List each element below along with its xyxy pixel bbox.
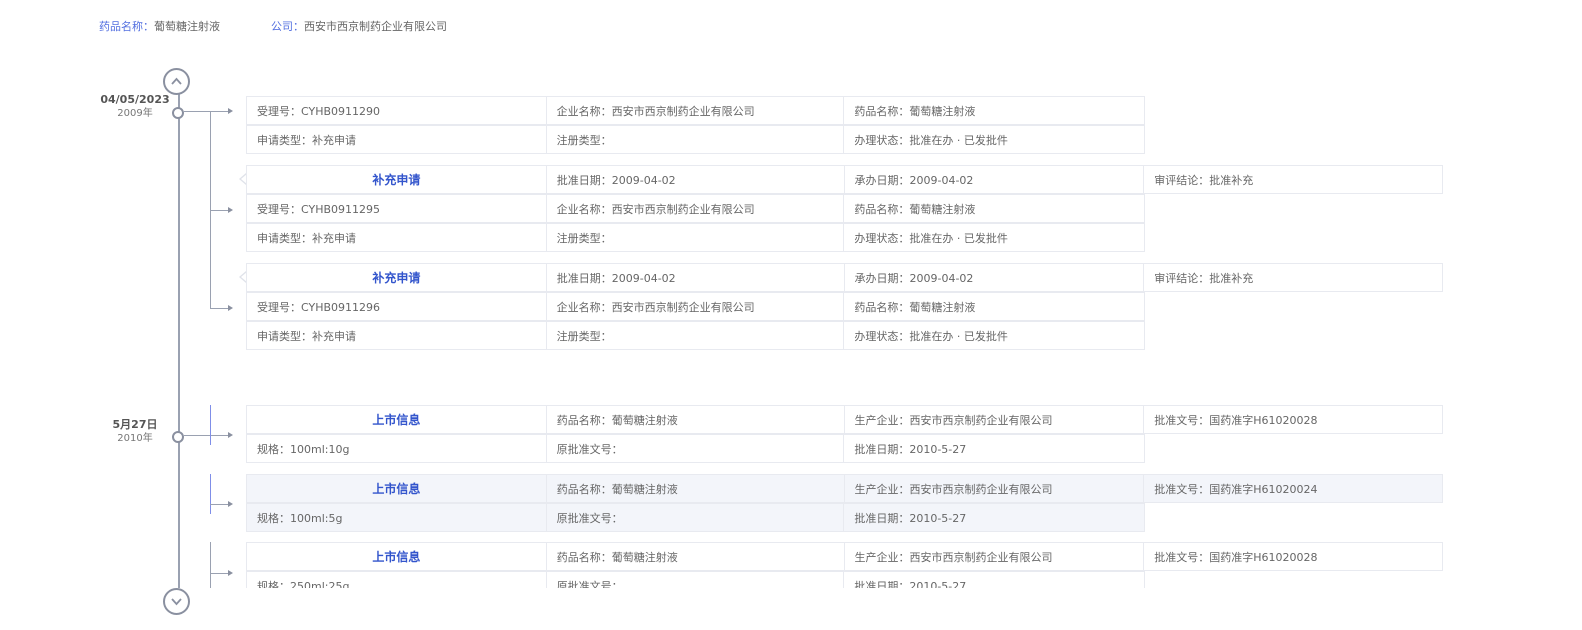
arrow-icon bbox=[228, 432, 233, 438]
table-cell: 药品名称：葡萄糖注射液 bbox=[547, 475, 845, 502]
table-row: 受理号：CYHB0911296 企业名称：西安市西京制药企业有限公司 药品名称：… bbox=[246, 292, 1145, 321]
connector-line bbox=[210, 504, 228, 505]
table-cell: 药品名称：葡萄糖注射液 bbox=[854, 202, 976, 216]
table-row: 受理号：CYHB0911295 企业名称：西安市西京制药企业有限公司 药品名称：… bbox=[246, 194, 1145, 223]
table-cell: 批准日期：2010-5-27 bbox=[854, 511, 967, 525]
connector-line bbox=[210, 573, 228, 574]
company-filter[interactable]: 公司：西安市西京制药企业有限公司 bbox=[271, 18, 447, 34]
table-cell: 批准文号：国药准字H61020028 bbox=[1154, 413, 1318, 427]
table-cell: 企业名称：西安市西京制药企业有限公司 bbox=[547, 195, 845, 222]
scroll-up-button[interactable] bbox=[163, 68, 190, 95]
table-cell: 药品名称：葡萄糖注射液 bbox=[547, 406, 845, 433]
table-row: 补充申请 批准日期：2009-04-02 承办日期：2009-04-02 审评结… bbox=[246, 263, 1443, 292]
table-cell: 药品名称：葡萄糖注射液 bbox=[854, 104, 976, 118]
table-cell: 办理状态：批准在办 · 已发批件 bbox=[854, 133, 1008, 147]
date-text: 5月27日 bbox=[112, 418, 158, 431]
table-row: 上市信息 药品名称：葡萄糖注射液 生产企业：西安市西京制药企业有限公司 批准文号… bbox=[246, 405, 1443, 434]
arrow-icon bbox=[228, 570, 233, 576]
table-row: 补充申请 批准日期：2009-04-02 承办日期：2009-04-02 审评结… bbox=[246, 165, 1443, 194]
chevron-up-icon bbox=[171, 77, 182, 85]
record-title-link[interactable]: 上市信息 bbox=[247, 475, 547, 502]
table-row: 上市信息 药品名称：葡萄糖注射液 生产企业：西安市西京制药企业有限公司 批准文号… bbox=[246, 474, 1443, 503]
table-row: 受理号：CYHB0911290 企业名称：西安市西京制药企业有限公司 药品名称：… bbox=[246, 96, 1145, 125]
branch-line bbox=[210, 542, 211, 588]
table-cell: 注册类型： bbox=[547, 126, 845, 153]
branch-line bbox=[210, 405, 211, 445]
arrow-icon bbox=[228, 305, 233, 311]
timeline-node[interactable] bbox=[172, 431, 184, 443]
table-cell: 生产企业：西安市西京制药企业有限公司 bbox=[845, 543, 1145, 570]
table-row: 申请类型：补充申请 注册类型： 办理状态：批准在办 · 已发批件 bbox=[246, 125, 1145, 154]
arrow-icon bbox=[228, 501, 233, 507]
table-cell: 企业名称：西安市西京制药企业有限公司 bbox=[547, 97, 845, 124]
table-cell: 审评结论：批准补充 bbox=[1154, 173, 1254, 187]
table-cell: 申请类型：补充申请 bbox=[247, 322, 547, 349]
table-cell: 规格：100ml:10g bbox=[247, 435, 547, 462]
table-cell: 承办日期：2009-04-02 bbox=[845, 264, 1145, 291]
branch-line bbox=[210, 474, 211, 514]
table-cell: 企业名称：西安市西京制药企业有限公司 bbox=[547, 293, 845, 320]
table-cell: 批准文号：国药准字H61020028 bbox=[1154, 550, 1318, 564]
record-title-link[interactable]: 上市信息 bbox=[247, 543, 547, 570]
timeline-date-group-2: 5月27日 2010年 bbox=[100, 418, 170, 446]
table-cell: 批准日期：2009-04-02 bbox=[547, 166, 845, 193]
year-text: 2010年 bbox=[117, 433, 153, 444]
table-cell: 规格：250ml:25g bbox=[247, 572, 547, 588]
table-cell: 原批准文号： bbox=[547, 572, 845, 588]
table-cell: 原批准文号： bbox=[547, 435, 845, 462]
table-cell: 规格：100ml:5g bbox=[247, 504, 547, 531]
card-pointer bbox=[241, 174, 247, 184]
table-cell: 办理状态：批准在办 · 已发批件 bbox=[854, 329, 1008, 343]
chevron-down-icon bbox=[171, 598, 182, 606]
table-cell: 批准文号：国药准字H61020024 bbox=[1154, 482, 1318, 496]
timeline-date-group-1: 04/05/2023 2009年 bbox=[100, 93, 170, 121]
scroll-down-button[interactable] bbox=[163, 588, 190, 615]
timeline-node[interactable] bbox=[172, 107, 184, 119]
connector-line bbox=[210, 210, 228, 211]
table-row: 规格：100ml:5g 原批准文号： 批准日期：2010-5-27 bbox=[246, 503, 1145, 532]
drug-name-filter[interactable]: 药品名称：葡萄糖注射液 bbox=[99, 18, 220, 34]
table-cell: 办理状态：批准在办 · 已发批件 bbox=[854, 231, 1008, 245]
arrow-icon bbox=[228, 207, 233, 213]
table-cell: 申请类型：补充申请 bbox=[247, 126, 547, 153]
table-cell: 批准日期：2009-04-02 bbox=[547, 264, 845, 291]
year-text: 2009年 bbox=[117, 108, 153, 119]
table-row: 规格：250ml:25g 原批准文号： 批准日期：2010-5-27 bbox=[246, 571, 1145, 588]
table-cell: 注册类型： bbox=[547, 322, 845, 349]
table-row: 申请类型：补充申请 注册类型： 办理状态：批准在办 · 已发批件 bbox=[246, 223, 1145, 252]
table-row: 上市信息 药品名称：葡萄糖注射液 生产企业：西安市西京制药企业有限公司 批准文号… bbox=[246, 542, 1443, 571]
table-cell: 受理号：CYHB0911290 bbox=[247, 97, 547, 124]
company-label: 公司： bbox=[271, 20, 304, 33]
table-cell: 药品名称：葡萄糖注射液 bbox=[854, 300, 976, 314]
drug-name-value: 葡萄糖注射液 bbox=[154, 20, 220, 33]
record-title-link[interactable]: 上市信息 bbox=[247, 406, 547, 433]
record-title-link[interactable]: 补充申请 bbox=[247, 166, 547, 193]
timeline-viewport[interactable]: 04/05/2023 2009年 受理号：CYHB0911290 企业名称：西安… bbox=[0, 0, 1582, 588]
date-text: 04/05/2023 bbox=[100, 93, 170, 106]
table-cell: 注册类型： bbox=[547, 224, 845, 251]
arrow-icon bbox=[228, 108, 233, 114]
table-cell: 受理号：CYHB0911296 bbox=[247, 293, 547, 320]
table-row: 申请类型：补充申请 注册类型： 办理状态：批准在办 · 已发批件 bbox=[246, 321, 1145, 350]
table-cell: 受理号：CYHB0911295 bbox=[247, 195, 547, 222]
table-cell: 承办日期：2009-04-02 bbox=[845, 166, 1145, 193]
table-cell: 生产企业：西安市西京制药企业有限公司 bbox=[845, 475, 1145, 502]
timeline-axis bbox=[178, 94, 180, 588]
connector-line bbox=[210, 308, 228, 309]
table-row: 规格：100ml:10g 原批准文号： 批准日期：2010-5-27 bbox=[246, 434, 1145, 463]
record-title-link[interactable]: 补充申请 bbox=[247, 264, 547, 291]
company-value: 西安市西京制药企业有限公司 bbox=[304, 20, 447, 33]
table-cell: 申请类型：补充申请 bbox=[247, 224, 547, 251]
card-pointer bbox=[241, 272, 247, 282]
table-cell: 审评结论：批准补充 bbox=[1154, 271, 1254, 285]
table-cell: 生产企业：西安市西京制药企业有限公司 bbox=[845, 406, 1145, 433]
branch-line bbox=[210, 111, 211, 308]
table-cell: 原批准文号： bbox=[547, 504, 845, 531]
table-cell: 批准日期：2010-5-27 bbox=[854, 442, 967, 456]
connector-line bbox=[184, 435, 228, 436]
drug-name-label: 药品名称： bbox=[99, 20, 154, 33]
connector-line bbox=[184, 111, 228, 112]
table-cell: 药品名称：葡萄糖注射液 bbox=[547, 543, 845, 570]
table-cell: 批准日期：2010-5-27 bbox=[854, 579, 967, 589]
